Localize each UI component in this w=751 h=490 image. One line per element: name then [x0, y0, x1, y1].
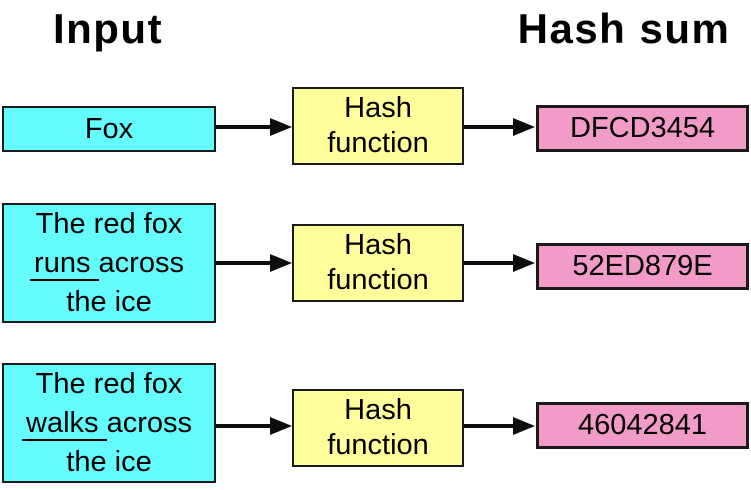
- hash-sum-box: 52ED879E: [536, 243, 749, 290]
- arrow-head-icon: [270, 417, 292, 435]
- hash-sum-value: DFCD3454: [569, 112, 716, 144]
- underlined-word: walks: [22, 406, 107, 441]
- input-text-line2: runs across: [30, 244, 184, 283]
- arrow-head-icon: [270, 254, 292, 272]
- hash-sum-box: DFCD3454: [536, 105, 749, 152]
- input-text-line3: the ice: [66, 445, 152, 478]
- hash-function-label-line2: function: [327, 429, 429, 461]
- input-box: The red fox walks across the ice: [2, 363, 216, 483]
- arrow-shaft: [216, 424, 272, 428]
- input-text-line2-rest: across: [106, 406, 192, 439]
- hash-function-label-line1: Hash: [344, 229, 412, 261]
- hash-function-box: Hash function: [292, 87, 464, 165]
- arrow-shaft: [216, 261, 272, 265]
- arrow-head-icon: [513, 118, 535, 136]
- hash-function-label-line2: function: [327, 264, 429, 296]
- underlined-word: runs: [30, 246, 99, 281]
- hash-sum-column-title: Hash sum: [517, 5, 731, 52]
- input-box: The red fox runs across the ice: [2, 203, 216, 323]
- input-text-line2: walks across: [22, 404, 192, 443]
- input-text-line1: The red fox: [35, 207, 183, 240]
- hash-function-label-line1: Hash: [344, 394, 412, 426]
- hash-function-box: Hash function: [292, 389, 464, 467]
- input-box: Fox: [2, 106, 216, 152]
- input-text-line3: the ice: [66, 285, 152, 318]
- input-column-title: Input: [52, 5, 164, 52]
- input-text-line2-rest: across: [98, 246, 184, 279]
- hash-function-label-line2: function: [327, 127, 429, 159]
- arrow-shaft: [464, 424, 514, 428]
- hash-function-box: Hash function: [292, 224, 464, 302]
- arrow-shaft: [464, 261, 514, 265]
- arrow-head-icon: [513, 417, 535, 435]
- input-text-line1: The red fox: [35, 367, 183, 400]
- arrow-shaft: [464, 125, 514, 129]
- arrow-shaft: [216, 125, 272, 129]
- hash-sum-value: 46042841: [577, 409, 708, 441]
- hash-sum-box: 46042841: [536, 402, 749, 449]
- hash-function-label-line1: Hash: [344, 92, 412, 124]
- hash-sum-value: 52ED879E: [572, 250, 713, 282]
- arrow-head-icon: [270, 118, 292, 136]
- input-text: Fox: [84, 112, 134, 145]
- arrow-head-icon: [513, 254, 535, 272]
